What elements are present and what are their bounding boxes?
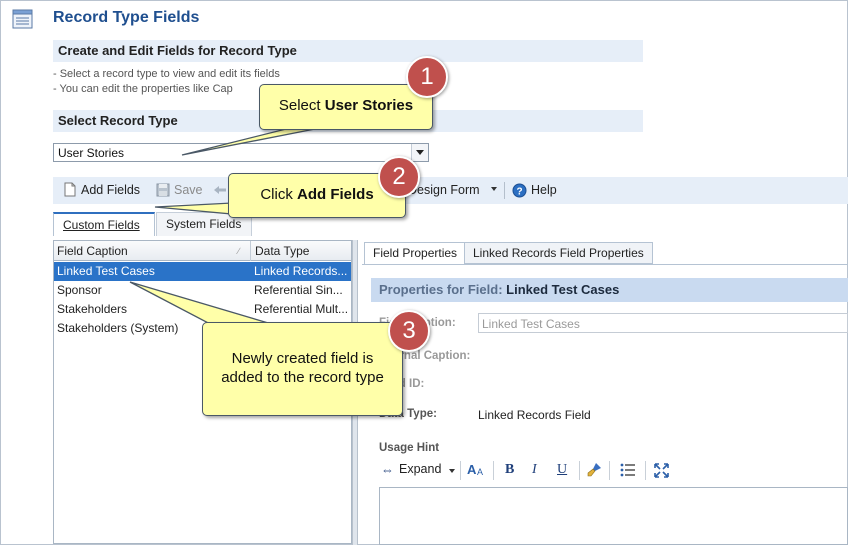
record-type-select-value: User Stories: [58, 146, 125, 160]
hint-line-1: - Select a record type to view and edit …: [53, 68, 280, 80]
column-header-caption[interactable]: Field Caption: [57, 244, 128, 258]
toolbar-separator: [645, 461, 646, 480]
callout-3-text: Newly created field is added to the reco…: [221, 350, 384, 386]
add-fields-button[interactable]: Add Fields: [81, 183, 141, 197]
page-title: Record Type Fields: [53, 9, 200, 26]
toolbar-separator: [609, 461, 610, 480]
toolbar-separator: [460, 461, 461, 480]
properties-header: Properties for Field: Linked Test Cases: [371, 278, 848, 302]
fields-toolbar: Add Fields Save Design Form ? Help: [53, 177, 848, 204]
hint-line-2: - You can edit the properties like Cap: [53, 83, 233, 95]
data-type-cell: Referential Sin...: [254, 283, 343, 297]
properties-header-prefix: Properties for Field:: [379, 282, 507, 297]
rich-text-toolbar: ⇔ Expand A A B I U: [379, 459, 848, 482]
font-style-icon-sub: A: [477, 467, 484, 477]
field-caption-cell: Sponsor: [57, 283, 102, 297]
column-header-datatype[interactable]: Data Type: [255, 244, 310, 258]
undo-arrow-icon: [214, 186, 226, 194]
sort-icon: ∕: [238, 246, 240, 256]
table-row[interactable]: Linked Test Cases Linked Records...: [54, 262, 351, 281]
step-badge-2: 2: [378, 156, 420, 198]
callout-select-record-type: Select User Stories: [259, 84, 433, 130]
field-caption-value: Linked Test Cases: [482, 317, 580, 331]
table-row[interactable]: Sponsor Referential Sin...: [54, 281, 351, 300]
help-button[interactable]: Help: [531, 183, 557, 197]
tabs-divider: [362, 264, 848, 265]
fullscreen-icon[interactable]: [654, 463, 669, 478]
paint-brush-icon[interactable]: [586, 462, 602, 478]
field-caption-cell: Stakeholders: [57, 302, 128, 316]
step-badge-3: 3: [388, 310, 430, 352]
properties-header-field: Linked Test Cases: [506, 282, 620, 297]
step-badge-1: 1: [406, 56, 448, 98]
usage-hint-label: Usage Hint: [379, 442, 440, 454]
save-button[interactable]: Save: [174, 183, 203, 197]
font-style-icon[interactable]: A: [467, 462, 477, 477]
bullet-list-icon[interactable]: [620, 463, 636, 477]
expand-arrows-icon: ⇔: [381, 462, 394, 477]
callout-add-fields: Click Add Fields: [228, 173, 406, 218]
chevron-down-icon[interactable]: [449, 469, 455, 473]
svg-text:?: ?: [516, 187, 522, 198]
callout-1-prefix: Select: [278, 97, 325, 114]
data-type-cell: Referential Mult...: [254, 302, 349, 316]
callout-2-prefix: Click: [260, 186, 297, 203]
toolbar-separator: [579, 461, 580, 480]
save-icon: [156, 183, 170, 197]
toolbar-separator: [504, 182, 505, 199]
record-type-select[interactable]: User Stories: [53, 143, 429, 162]
italic-icon[interactable]: I: [532, 462, 537, 477]
properties-tabs: Field Properties Linked Records Field Pr…: [362, 240, 848, 265]
chevron-down-icon[interactable]: [411, 144, 428, 161]
callout-2-bold: Add Fields: [297, 186, 374, 203]
tab-field-properties[interactable]: Field Properties: [364, 242, 467, 264]
bold-icon[interactable]: B: [505, 462, 515, 477]
tab-linked-records-properties[interactable]: Linked Records Field Properties: [464, 242, 653, 264]
expand-button[interactable]: Expand: [399, 462, 442, 476]
field-caption-cell: Stakeholders (System): [57, 321, 179, 335]
chevron-down-icon[interactable]: [491, 187, 497, 191]
data-type-cell: Linked Records...: [254, 264, 348, 278]
fields-grid-header: Field Caption ∕ Data Type: [53, 240, 352, 261]
table-row[interactable]: Stakeholders Referential Mult...: [54, 300, 351, 319]
table-row[interactable]: Stakeholders (System): [54, 319, 351, 338]
toolbar-separator: [493, 461, 494, 480]
tab-system-fields-label: System Fields: [166, 217, 242, 231]
callout-new-field: Newly created field is added to the reco…: [202, 322, 403, 416]
help-icon: ?: [512, 183, 527, 198]
record-type-icon: [12, 9, 33, 29]
underline-icon[interactable]: U: [557, 462, 568, 477]
callout-1-bold: User Stories: [324, 97, 414, 114]
tab-custom-fields[interactable]: Custom Fields: [53, 212, 155, 236]
new-document-icon: [64, 182, 76, 197]
section-create-heading: Create and Edit Fields for Record Type: [53, 40, 643, 62]
field-caption-cell: Linked Test Cases: [57, 264, 155, 278]
design-form-button[interactable]: Design Form: [408, 183, 480, 197]
column-divider: [250, 241, 251, 261]
tab-custom-fields-label: Custom Fields: [63, 218, 140, 232]
data-type-value: Linked Records Field: [478, 408, 591, 422]
